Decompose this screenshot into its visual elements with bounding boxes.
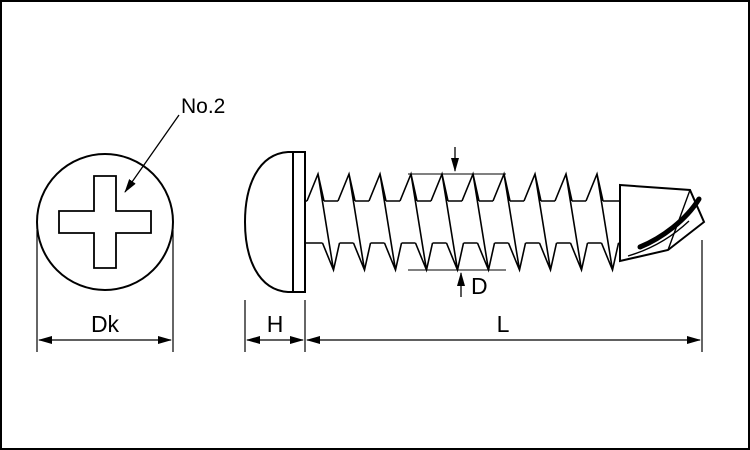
head-diameter-label: Dk: [91, 311, 120, 337]
phillips-recess-icon: [58, 175, 152, 269]
front-view: [36, 153, 174, 291]
drill-point: [619, 183, 706, 263]
leader-line: [124, 114, 180, 193]
thread-diameter-label: D: [471, 273, 488, 299]
recess-size-label: No.2: [181, 95, 225, 118]
drill-flute: [637, 196, 702, 250]
head-height-label: H: [267, 311, 284, 337]
l-dimension: L: [306, 240, 703, 352]
drill-flute-edge: [627, 220, 690, 257]
head-outline-circle: [36, 153, 174, 291]
side-view: [243, 151, 706, 293]
h-dimension: H: [244, 300, 306, 352]
length-label: L: [497, 311, 510, 337]
recess-callout: No.2: [124, 95, 225, 193]
dk-dimension: Dk: [36, 230, 174, 352]
head-profile: [243, 151, 306, 293]
d-dimension: D: [408, 147, 506, 299]
